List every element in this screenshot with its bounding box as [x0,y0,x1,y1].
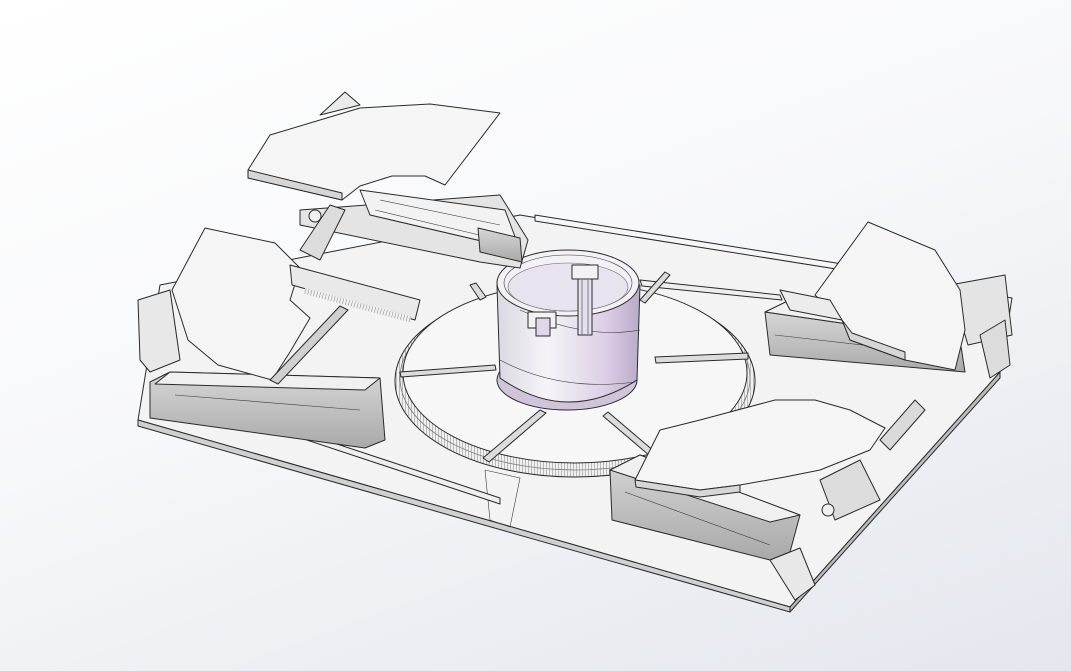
arm-west [137,204,421,449]
turntable-slots [399,271,749,463]
arm-north-west [247,91,529,269]
central-cylinder [496,249,641,411]
arm-south-east [609,399,926,601]
cylinder-inner-posts [527,264,599,337]
arm-east [764,221,1013,379]
